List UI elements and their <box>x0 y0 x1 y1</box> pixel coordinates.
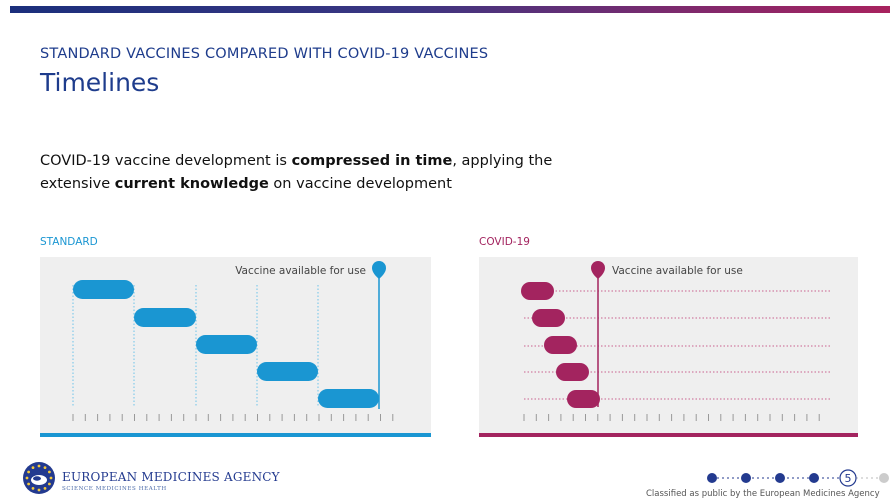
pager-dot-4[interactable] <box>809 473 819 483</box>
slide-title: Timelines <box>40 68 160 97</box>
pager-dot-next[interactable] <box>879 473 889 483</box>
intro-part-2: , applying the extensive <box>40 153 553 192</box>
covid-phase-4 <box>556 363 589 381</box>
top-gradient-bar <box>10 6 890 13</box>
covid-phase-3 <box>544 336 577 354</box>
standard-timeline: Vaccine available for use <box>40 257 431 439</box>
covid-phase-5 <box>567 390 600 408</box>
ema-logo <box>23 462 55 494</box>
pager-dot-3[interactable] <box>775 473 785 483</box>
standard-phase-1 <box>73 280 134 299</box>
covid-marker-label: Vaccine available for use <box>612 265 743 277</box>
standard-phase-bars <box>73 280 379 408</box>
covid-ticks <box>523 414 820 421</box>
covid-phase-bars <box>521 282 600 408</box>
agency-name: EUROPEAN MEDICINES AGENCY <box>62 470 280 484</box>
covid-baseline <box>479 433 858 437</box>
standard-phase-5 <box>318 389 379 408</box>
standard-phase-2 <box>134 308 196 327</box>
classification-note: Classified as public by the European Med… <box>646 489 880 499</box>
standard-phase-3 <box>196 335 257 354</box>
pager-dot-2[interactable] <box>741 473 751 483</box>
covid-phase-1 <box>521 282 554 300</box>
intro-bold-2: current knowledge <box>114 176 269 192</box>
covid-phase-gridlines <box>524 290 831 400</box>
pager-dot-1[interactable] <box>707 473 717 483</box>
covid-phase-2 <box>532 309 565 327</box>
pager-current[interactable] <box>839 469 857 487</box>
slide-subtitle: STANDARD VACCINES COMPARED WITH COVID-19… <box>40 46 489 62</box>
covid-timeline: Vaccine available for use <box>479 257 858 439</box>
intro-text: COVID-19 vaccine development is compress… <box>40 150 600 196</box>
covid-pin-icon <box>591 261 605 279</box>
standard-ticks <box>72 414 394 421</box>
slide-pager: 5 <box>707 469 889 487</box>
standard-phase-4 <box>257 362 318 381</box>
intro-part-1: COVID-19 vaccine development is <box>40 153 292 169</box>
agency-tagline: SCIENCE MEDICINES HEALTH <box>62 486 167 492</box>
standard-baseline <box>40 433 431 437</box>
standard-marker-label: Vaccine available for use <box>235 265 366 277</box>
covid-panel-label: COVID-19 <box>479 236 530 248</box>
standard-pin-icon <box>372 261 386 279</box>
intro-part-3: on vaccine development <box>268 176 452 192</box>
standard-phase-gridlines <box>72 285 319 407</box>
standard-panel-label: STANDARD <box>40 236 98 248</box>
pager-current-number: 5 <box>845 472 852 485</box>
intro-bold-1: compressed in time <box>291 153 453 169</box>
